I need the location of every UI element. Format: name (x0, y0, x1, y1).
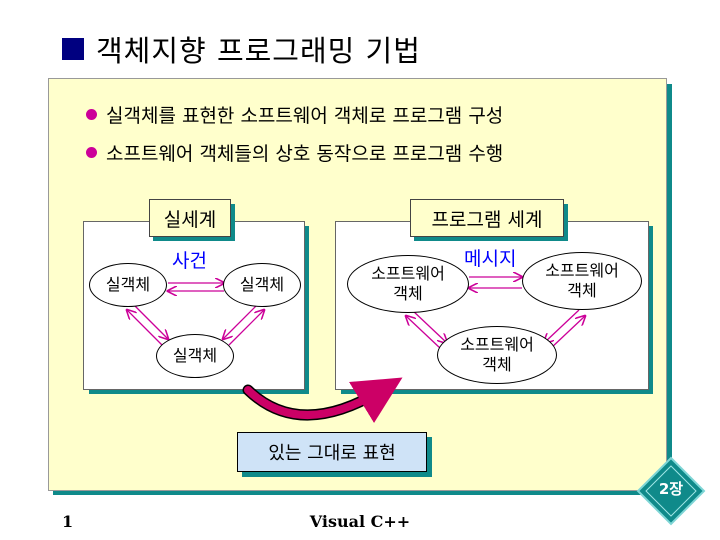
event-arrow-diag-4 (228, 310, 264, 346)
message-arrow-diag-3 (544, 309, 580, 343)
square-bullet-icon (62, 38, 84, 60)
software-object-ellipse-2: 소프트웨어 객체 (522, 252, 642, 310)
event-arrow-diag-2 (127, 310, 163, 346)
event-arrow-diag-1 (132, 303, 168, 339)
bullet-text-1: 실객체를 표현한 소프트웨어 객체로 프로그램 구성 (106, 105, 504, 127)
transform-arrow (244, 377, 403, 423)
bullet-text-2: 소프트웨어 객체들의 상호 동작으로 프로그램 수행 (106, 143, 504, 165)
chapter-badge-icon (636, 456, 706, 526)
bullet-item-1: 실객체를 표현한 소프트웨어 객체로 프로그램 구성 (86, 101, 503, 128)
real-object-ellipse-2: 실객체 (223, 263, 301, 307)
real-world-label: 실세계 (149, 199, 231, 237)
bullet-dot-icon (86, 147, 97, 158)
program-world-label: 프로그램 세계 (410, 199, 564, 237)
bullet-item-2: 소프트웨어 객체들의 상호 동작으로 프로그램 수행 (86, 139, 503, 166)
footer-course: Visual C++ (309, 512, 411, 531)
message-arrow-diag-4 (549, 316, 585, 350)
software-object-ellipse-1: 소프트웨어 객체 (347, 255, 469, 313)
bullet-dot-icon (86, 109, 97, 120)
message-label: 메시지 (464, 248, 517, 270)
event-arrow-diag-3 (223, 303, 259, 339)
message-arrow-diag-2 (406, 316, 442, 350)
page-title: 객체지향 프로그래밍 기법 (96, 34, 421, 68)
title-row: 객체지향 프로그래밍 기법 (62, 28, 421, 70)
real-object-ellipse-1: 실객체 (89, 263, 167, 307)
real-object-ellipse-3: 실객체 (156, 334, 234, 378)
footer-page-number: 1 (62, 512, 74, 531)
software-object-ellipse-3: 소프트웨어 객체 (437, 326, 557, 384)
chapter-badge-text: 2장 (658, 480, 684, 498)
message-arrow-diag-1 (411, 309, 447, 343)
result-label: 있는 그대로 표현 (237, 432, 427, 472)
event-label: 사건 (172, 250, 207, 272)
